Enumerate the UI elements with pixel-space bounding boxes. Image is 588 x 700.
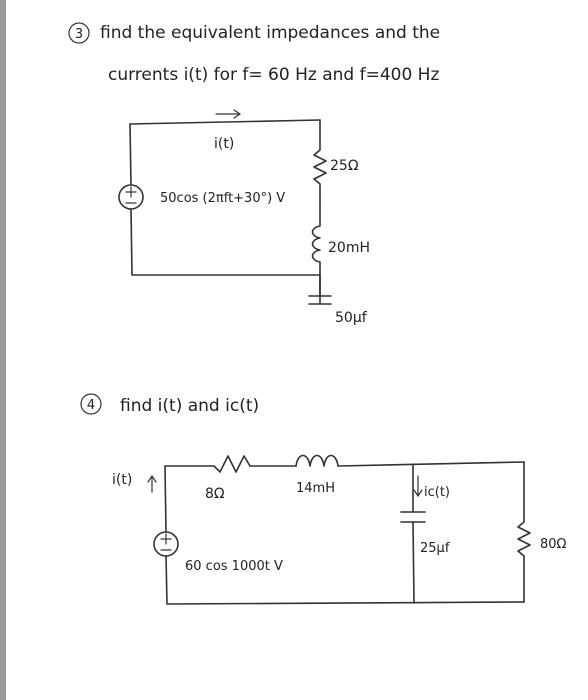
circuit-3-source-label: 50cos (2πft+30°) V: [160, 191, 285, 206]
circuit-3: i(t) 50cos (2πft+30°) V 25Ω 20mH 50μf: [118, 109, 370, 326]
resistor-icon: [517, 461, 531, 603]
problem-3-number-circle: [68, 22, 90, 44]
circuit-4-left-wire-upper: [164, 465, 167, 533]
current-arrow-icon: [147, 474, 157, 493]
problem-4-number: 4: [87, 398, 95, 413]
problem-4-number-circle: [80, 393, 102, 415]
circuit-4-top-wire-right: [337, 461, 525, 467]
problem-3-line-1: find the equivalent impedances and the: [100, 23, 440, 43]
circuit-3-resistor-label: 25Ω: [330, 158, 359, 174]
circuit-3-inductor-label: 20mH: [328, 240, 370, 256]
circuit-4-capacitor-label: 25μf: [420, 541, 450, 556]
inductor-icon: [295, 454, 339, 467]
problem-3-number: 3: [75, 27, 83, 42]
circuit-3-top-wire: [129, 119, 321, 125]
circuit-4-source-label: 60 cos 1000t V: [185, 559, 283, 574]
circuit-4-inductor-label: 14mH: [296, 481, 335, 496]
problem-3-header: 3 find the equivalent impedances and the…: [68, 22, 440, 85]
circuit-4-resistor1-label: 8Ω: [205, 486, 225, 502]
circuit-4-capacitor-current-label: ic(t): [424, 485, 450, 500]
capacitor-icon: [400, 511, 426, 523]
circuit-3-capacitor-label: 50μf: [335, 310, 368, 326]
problem-4-title: find i(t) and ic(t): [120, 396, 259, 416]
problem-3-line-2: currents i(t) for f= 60 Hz and f=400 Hz: [108, 65, 439, 85]
circuit-4-cap-wire-bottom: [412, 521, 415, 604]
voltage-source-icon: [118, 184, 144, 210]
resistor-icon: [313, 119, 327, 201]
left-edge-bar: [0, 0, 6, 700]
circuit-4-current-label: i(t): [112, 472, 132, 488]
circuit-3-left-wire-upper: [129, 123, 132, 186]
voltage-source-icon: [153, 531, 179, 557]
circuit-4: 8Ω 14mH i(t) 60 cos 1000t V ic(t) 25μf: [112, 454, 567, 605]
circuit-4-bottom-wire: [165, 555, 525, 605]
circuit-3-current-label: i(t): [214, 136, 234, 152]
inductor-icon: [311, 199, 321, 297]
resistor-icon: [213, 455, 251, 473]
current-arrow-icon: [215, 109, 242, 119]
current-arrow-icon: [413, 475, 423, 498]
problem-4-header: 4 find i(t) and ic(t): [80, 393, 259, 416]
circuit-4-resistor2-label: 80Ω: [540, 537, 567, 552]
capacitor-icon: [308, 274, 332, 305]
circuit-3-left-bottom-wire: [130, 208, 321, 276]
